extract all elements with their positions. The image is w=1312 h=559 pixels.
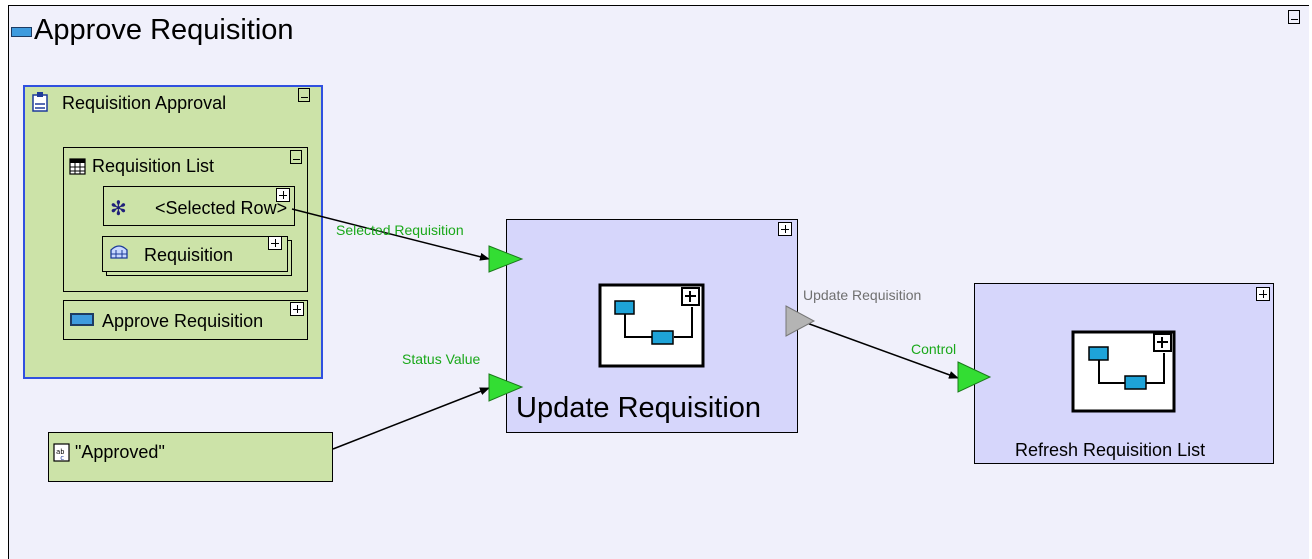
edge-label-control: Control bbox=[911, 341, 957, 357]
database-icon bbox=[110, 245, 128, 259]
diagram-title: Approve Requisition bbox=[34, 14, 294, 46]
requisition-label: Requisition bbox=[144, 245, 234, 265]
edge-label-update-requisition: Update Requisition bbox=[803, 287, 922, 303]
diagram-collapse-button[interactable] bbox=[1288, 10, 1300, 24]
port-selected-requisition[interactable] bbox=[488, 245, 524, 273]
requisition-expand-button[interactable] bbox=[268, 236, 282, 250]
title-icon bbox=[11, 27, 32, 37]
update-requisition-expand-button[interactable] bbox=[778, 222, 792, 236]
text-value-icon: ab c bbox=[53, 443, 70, 462]
refresh-requisition-list-expand-button[interactable] bbox=[1256, 287, 1270, 301]
button-icon bbox=[70, 313, 94, 326]
subprocess-icon bbox=[1071, 330, 1176, 413]
approve-requisition-expand-button[interactable] bbox=[290, 302, 304, 316]
approved-value-label: "Approved" bbox=[75, 442, 165, 462]
svg-text:ab: ab bbox=[56, 448, 64, 456]
approve-requisition-node[interactable] bbox=[63, 300, 308, 340]
asterisk-icon: ✻ bbox=[110, 198, 127, 220]
approval-panel-collapse-button[interactable] bbox=[298, 88, 310, 102]
edge-status-value bbox=[332, 387, 490, 450]
table-icon bbox=[69, 158, 86, 175]
svg-text:c: c bbox=[60, 454, 64, 462]
subprocess-icon bbox=[598, 283, 705, 368]
requisition-node[interactable] bbox=[102, 236, 288, 272]
refresh-requisition-list-label: Refresh Requisition List bbox=[1015, 440, 1206, 460]
edge-label-status-value: Status Value bbox=[402, 351, 481, 367]
approve-label-clip: Approve Requisition bbox=[102, 311, 292, 335]
update-requisition-label: Update Requisition bbox=[516, 392, 762, 424]
selected-row-label: <Selected Row> bbox=[155, 198, 288, 218]
port-status-value[interactable] bbox=[488, 373, 524, 402]
selected-row-node[interactable] bbox=[103, 186, 295, 226]
requisition-list-label: Requisition List bbox=[92, 156, 215, 176]
approved-value-node[interactable] bbox=[48, 432, 333, 482]
requisition-approval-label: Requisition Approval bbox=[62, 93, 227, 113]
selected-row-clip: <Selected Row> bbox=[155, 198, 295, 222]
edge-selected-requisition bbox=[291, 208, 490, 261]
edge-control bbox=[803, 321, 959, 379]
approve-requisition-label: Approve Requisition bbox=[102, 311, 264, 331]
clipboard-icon bbox=[32, 92, 48, 112]
requisition-list-collapse-button[interactable] bbox=[290, 150, 302, 164]
edge-label-selected-requisition: Selected Requisition bbox=[336, 222, 464, 238]
port-control[interactable] bbox=[957, 361, 992, 393]
port-update-requisition-output[interactable] bbox=[785, 305, 816, 337]
selected-row-expand-button[interactable] bbox=[276, 188, 290, 202]
